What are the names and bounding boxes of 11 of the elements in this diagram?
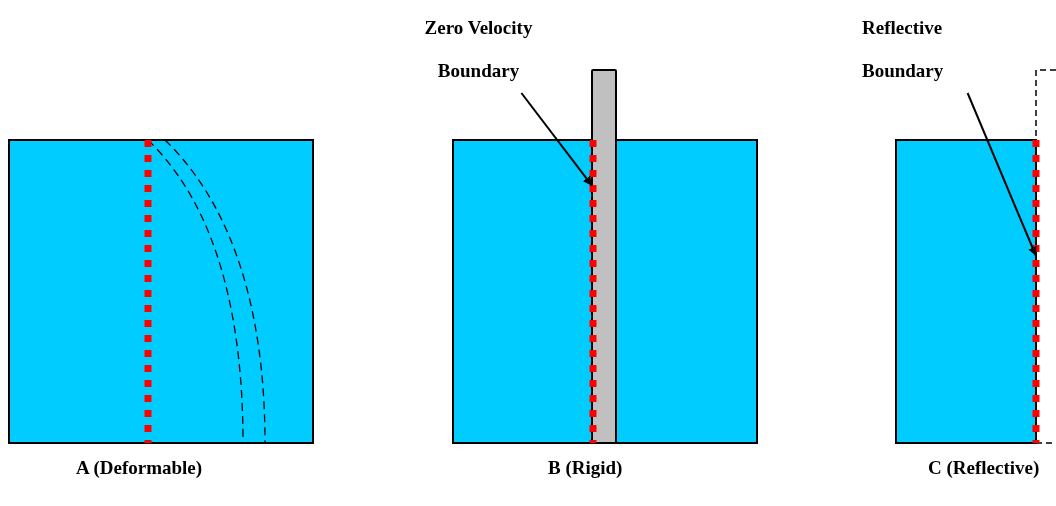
rigid-wall — [591, 69, 617, 444]
panel-caption: C (Reflective) — [928, 457, 1040, 478]
boundary-label: Reflective Boundary — [862, 16, 945, 83]
leader-arrow — [966, 92, 1037, 257]
panel-caption: A (Deformable) — [76, 457, 203, 478]
fluid-block — [8, 139, 314, 444]
leader-arrow — [520, 92, 593, 187]
fluid-block — [452, 139, 758, 444]
boundary-label: Zero Velocity Boundary — [423, 16, 534, 83]
fluid-block — [895, 139, 1037, 444]
panel-caption: B (Rigid) — [548, 457, 623, 478]
